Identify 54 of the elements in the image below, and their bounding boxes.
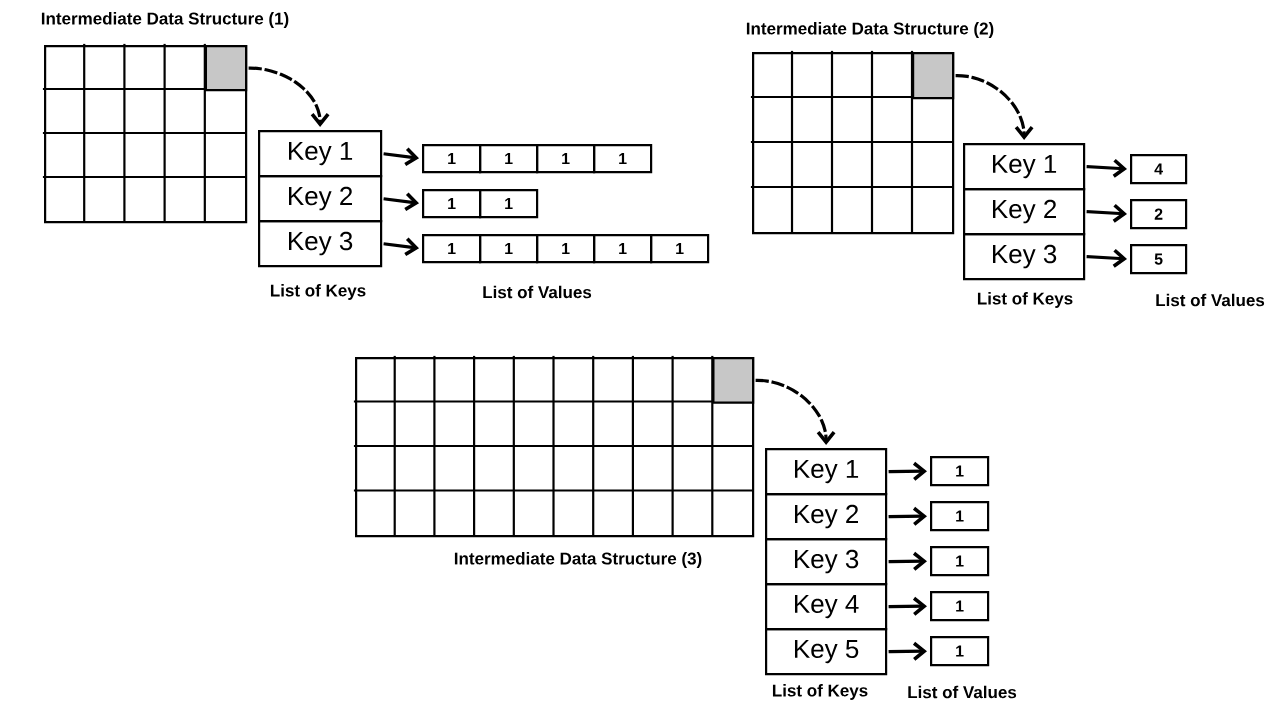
arrow bbox=[383, 192, 420, 212]
highlighted-cell bbox=[912, 52, 955, 100]
arrow bbox=[888, 641, 927, 661]
caption: List of Values bbox=[1156, 293, 1265, 307]
key-box: Key 3 bbox=[963, 233, 1086, 281]
value-cell: 1 bbox=[593, 144, 653, 174]
arrow bbox=[383, 147, 420, 167]
caption: List of Values bbox=[483, 285, 592, 299]
value-cell: 4 bbox=[1130, 154, 1188, 185]
value-cell: 1 bbox=[422, 189, 482, 219]
value-cell: 5 bbox=[1130, 244, 1188, 275]
arrow bbox=[1086, 248, 1127, 268]
value-cell: 1 bbox=[650, 234, 710, 264]
value-cell: 1 bbox=[930, 456, 990, 487]
value-cell: 1 bbox=[593, 234, 653, 264]
key-box: Key 2 bbox=[258, 175, 383, 223]
key-box: Key 2 bbox=[963, 188, 1086, 236]
value-cell: 1 bbox=[479, 189, 539, 219]
key-box: Key 1 bbox=[765, 448, 888, 496]
value-cell: 2 bbox=[1130, 199, 1188, 230]
dashed-arrow bbox=[955, 74, 1034, 140]
key-box: Key 3 bbox=[765, 538, 888, 586]
key-box: Key 1 bbox=[258, 130, 383, 178]
value-cell: 1 bbox=[479, 234, 539, 264]
dashed-arrow bbox=[755, 378, 836, 445]
arrow bbox=[888, 551, 927, 571]
highlighted-cell bbox=[712, 357, 755, 404]
key-box: Key 4 bbox=[765, 583, 888, 631]
value-cell: 1 bbox=[536, 144, 596, 174]
arrow bbox=[888, 461, 927, 481]
caption: List of Keys bbox=[270, 284, 366, 300]
value-cell: 1 bbox=[479, 144, 539, 174]
caption: List of Values bbox=[908, 685, 1017, 699]
arrow bbox=[888, 596, 927, 616]
value-cell: 1 bbox=[422, 144, 482, 174]
table-title: Intermediate Data Structure (3) bbox=[454, 552, 702, 568]
key-box: Key 5 bbox=[765, 628, 888, 676]
arrow bbox=[383, 237, 420, 257]
highlighted-cell bbox=[204, 45, 248, 92]
key-box: Key 1 bbox=[963, 143, 1086, 191]
key-box: Key 2 bbox=[765, 493, 888, 541]
value-cell: 1 bbox=[930, 636, 990, 667]
dashed-arrow bbox=[248, 66, 330, 127]
value-cell: 1 bbox=[930, 501, 990, 532]
key-box: Key 3 bbox=[258, 220, 383, 268]
arrow bbox=[1086, 158, 1127, 178]
value-cell: 1 bbox=[536, 234, 596, 264]
arrow bbox=[888, 506, 927, 526]
value-cell: 1 bbox=[930, 591, 990, 622]
table-title: Intermediate Data Structure (2) bbox=[746, 22, 994, 38]
value-cell: 1 bbox=[422, 234, 482, 264]
table-title: Intermediate Data Structure (1) bbox=[41, 12, 289, 28]
arrow bbox=[1086, 203, 1127, 223]
value-cell: 1 bbox=[930, 546, 990, 577]
